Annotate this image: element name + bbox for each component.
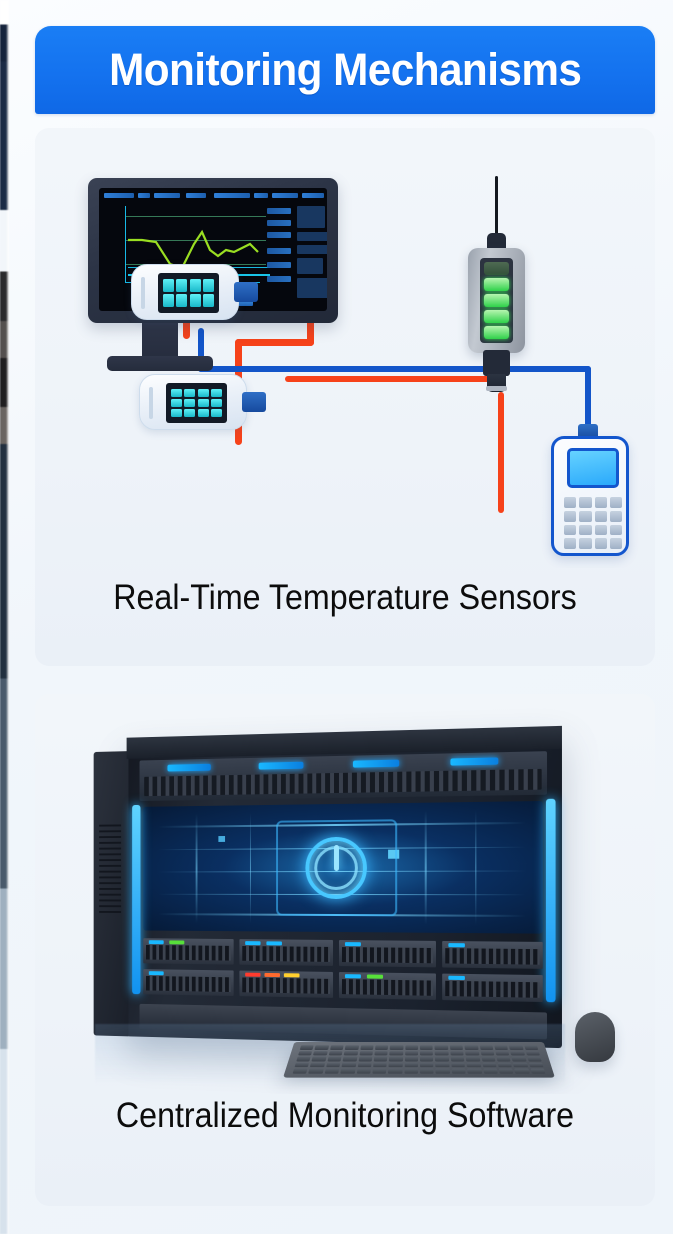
probe-led-window xyxy=(480,258,513,343)
rack-module xyxy=(442,940,543,969)
sensor-2-vent xyxy=(149,387,153,419)
temperature-sensor-unit-2[interactable] xyxy=(139,374,247,430)
rack-led-strip-left xyxy=(132,804,141,995)
adjacent-panel-sliver xyxy=(0,0,9,1234)
desktop-keyboard[interactable] xyxy=(283,1041,555,1078)
dashboard-topbar xyxy=(102,191,324,200)
server-rack-chassis[interactable] xyxy=(93,725,562,1049)
cable-red-sensor2-horizontal xyxy=(285,376,504,382)
sensor-network-illustration xyxy=(35,128,655,568)
rack-module xyxy=(143,938,234,965)
inline-probe-sensor[interactable] xyxy=(468,248,525,353)
cable-blue-bus xyxy=(198,366,591,372)
probe-antenna-wire xyxy=(495,176,498,238)
sensor-1-vent xyxy=(141,277,145,309)
sensor-1-display xyxy=(158,273,219,313)
rack-module xyxy=(239,970,334,998)
server-rack-illustration xyxy=(35,694,655,1094)
rack-module xyxy=(338,972,436,1000)
monitor-stand-base xyxy=(107,356,213,371)
temperature-sensor-unit-1[interactable] xyxy=(131,264,239,320)
sensor-2-display xyxy=(166,383,227,423)
keyboard-keys xyxy=(292,1045,546,1074)
monitor-stand-neck xyxy=(142,323,178,359)
handheld-screen xyxy=(567,448,619,488)
probe-connector-body xyxy=(483,350,510,376)
cable-blue-to-handheld xyxy=(585,366,591,428)
caption-real-time-temperature-sensors: Real-Time Temperature Sensors xyxy=(113,578,577,617)
holographic-console-display[interactable] xyxy=(143,800,543,934)
rack-side-panel xyxy=(93,751,129,1037)
cable-blue-monitor-drop xyxy=(198,328,204,372)
rack-led-strip-right xyxy=(545,798,556,1003)
cable-red-monitor-horizontal xyxy=(235,339,314,346)
cable-red-probe-vertical xyxy=(498,392,504,513)
desktop-mouse[interactable] xyxy=(575,1012,615,1062)
handheld-readout-device[interactable] xyxy=(551,436,629,556)
probe-connector-ring xyxy=(486,386,507,391)
sensor-1-connector xyxy=(234,282,258,302)
sensor-2-connector xyxy=(242,392,266,412)
rack-module xyxy=(442,973,543,1003)
temperature-trend-line xyxy=(128,229,259,270)
content-panel: Monitoring Mechanisms xyxy=(35,26,655,114)
header-banner: Monitoring Mechanisms xyxy=(35,26,655,114)
rack-bay-top xyxy=(139,751,548,802)
rack-module xyxy=(239,939,334,966)
rack-module xyxy=(143,969,234,997)
card-centralized-monitoring-software[interactable]: Centralized Monitoring Software xyxy=(35,694,655,1206)
power-icon xyxy=(305,836,367,900)
caption-centralized-monitoring-software: Centralized Monitoring Software xyxy=(115,1096,575,1135)
page-title: Monitoring Mechanisms xyxy=(108,44,582,95)
rack-module xyxy=(338,940,436,968)
card-real-time-temperature-sensors[interactable]: Real-Time Temperature Sensors xyxy=(35,128,655,666)
handheld-keypad[interactable] xyxy=(564,497,622,549)
